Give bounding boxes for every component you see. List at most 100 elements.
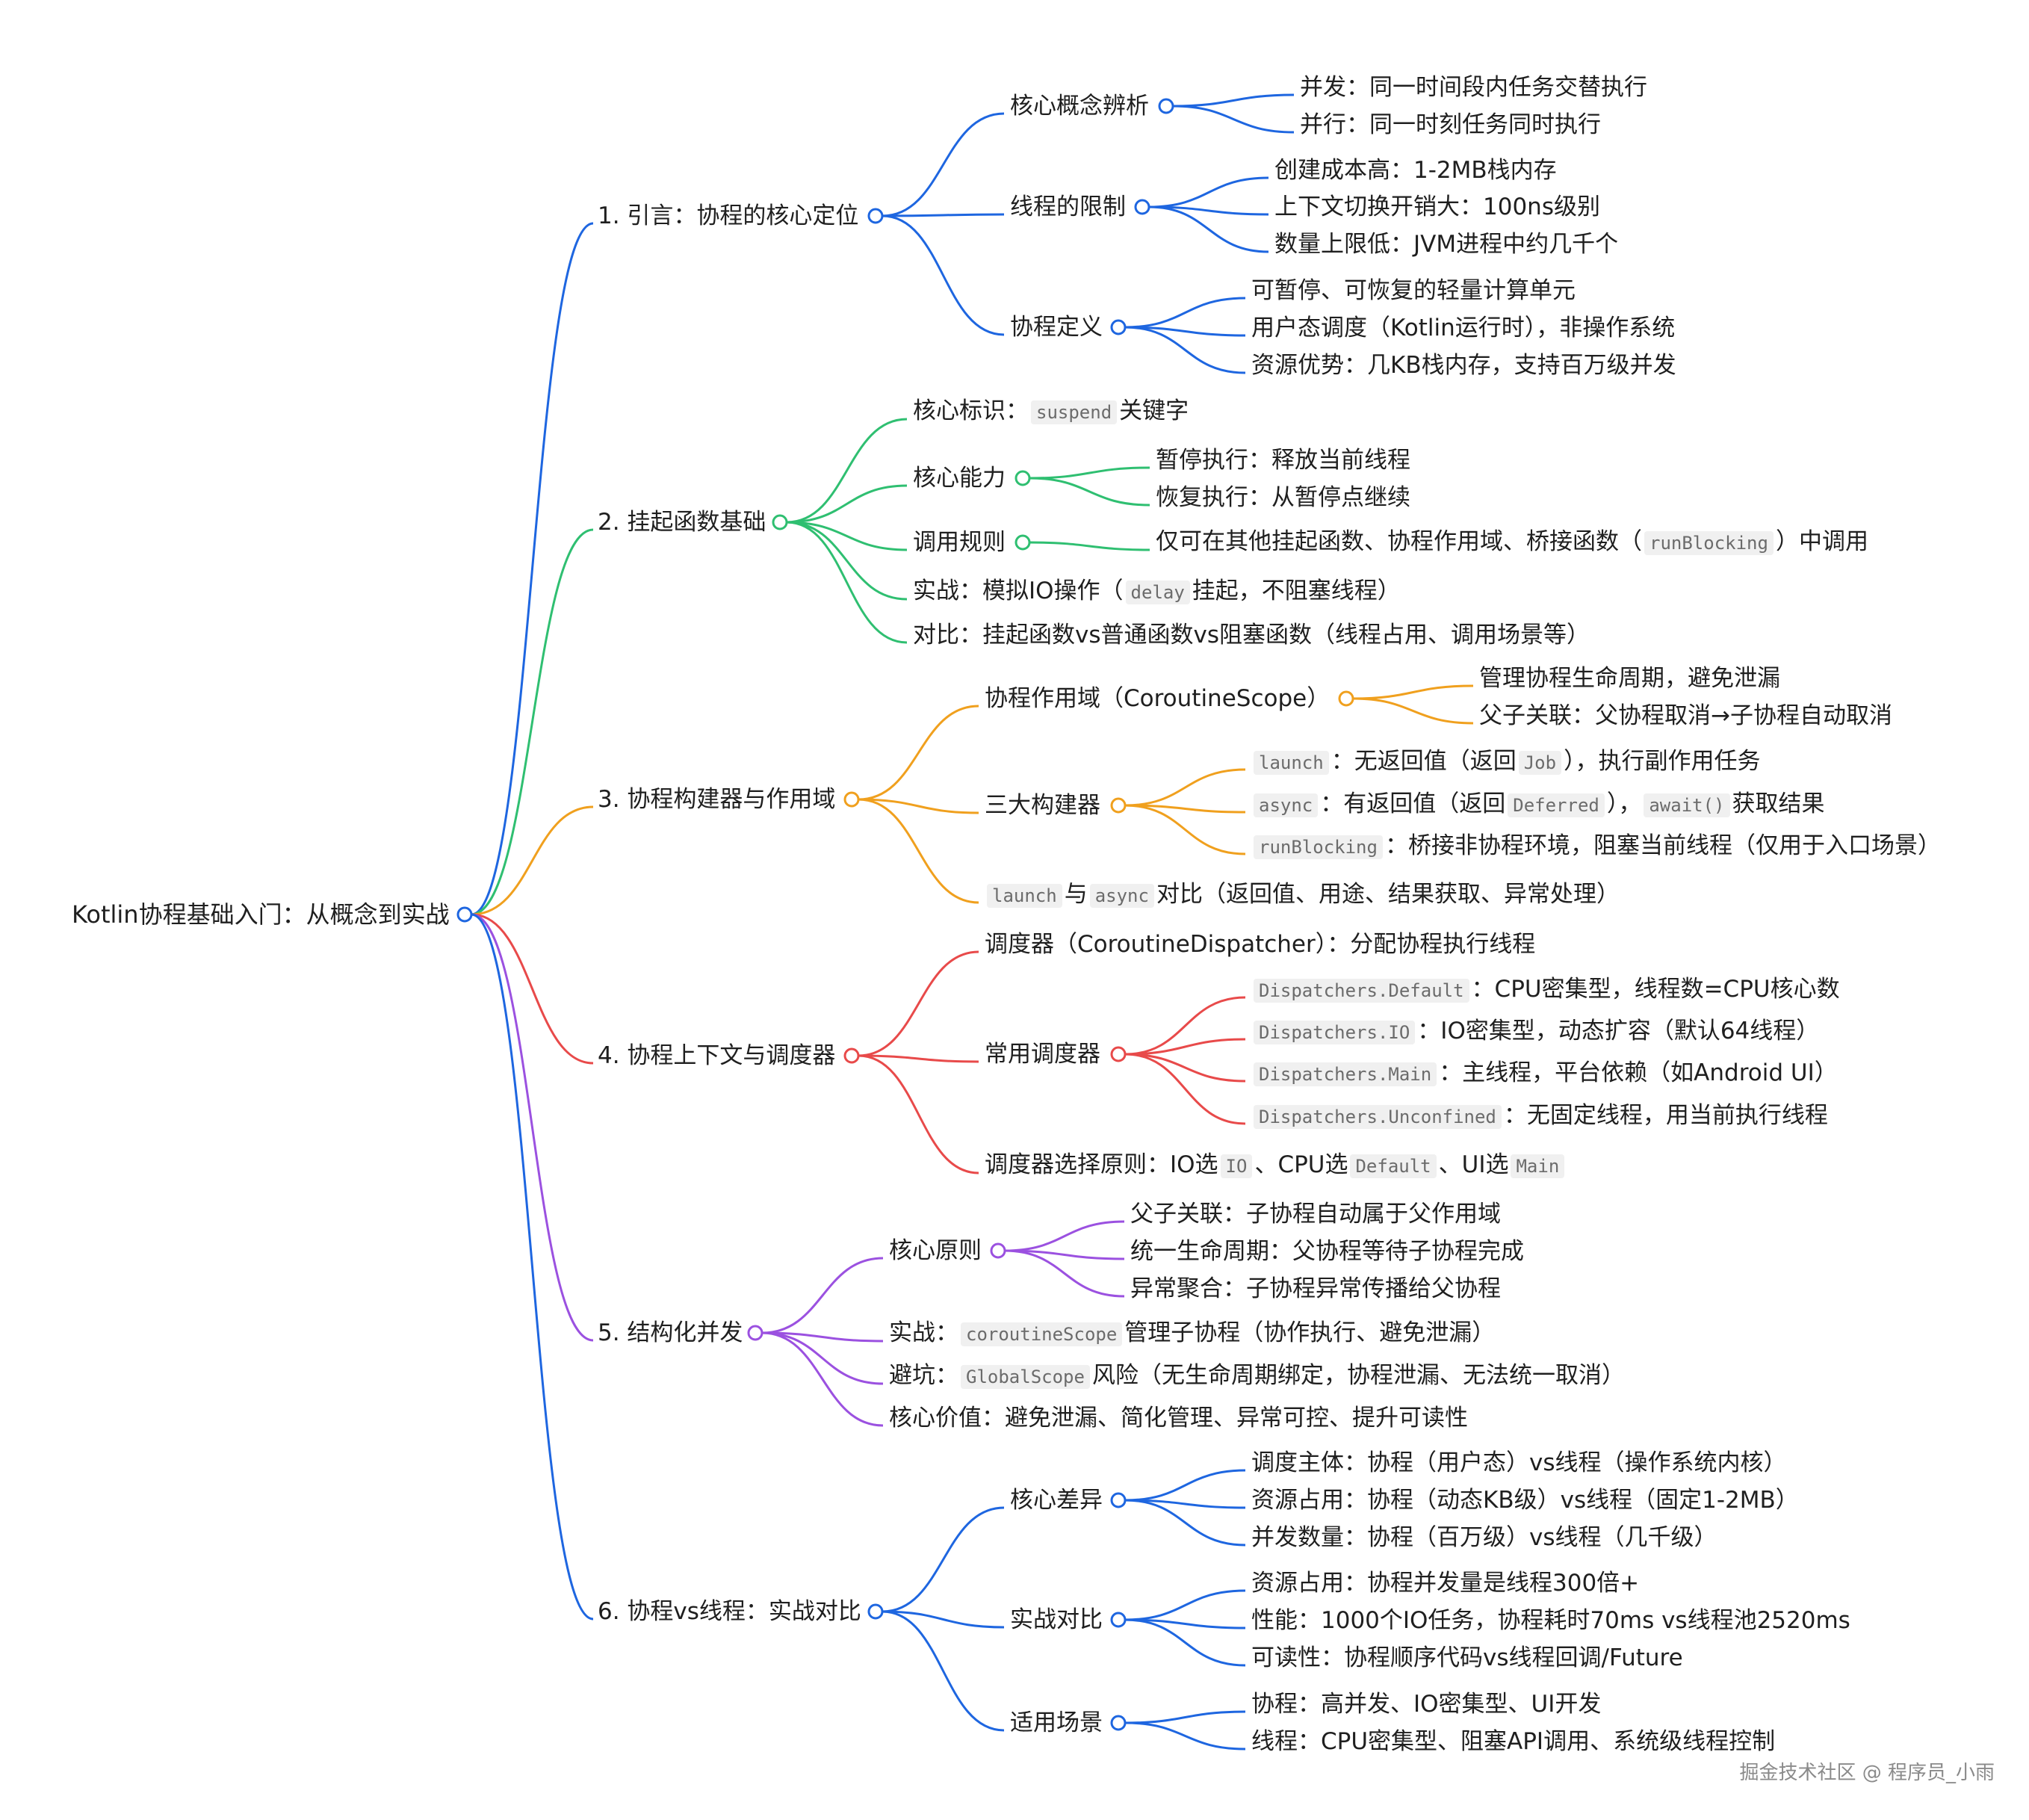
connector-line xyxy=(471,913,594,1342)
connector-line xyxy=(1124,1618,1246,1667)
leaf-node[interactable]: 可读性：协程顺序代码vs线程回调/Future xyxy=(1251,1644,1683,1671)
branch-node[interactable]: 4. 协程上下文与调度器 xyxy=(598,1042,836,1069)
sub-node[interactable]: 调度器（CoroutineDispatcher）：分配协程执行线程 xyxy=(985,931,1536,958)
leaf-node[interactable]: 性能：1000个IO任务，协程耗时70ms vs线程池2520ms xyxy=(1251,1607,1850,1634)
leaf-node[interactable]: Dispatchers.Default：CPU密集型，线程数=CPU核心数 xyxy=(1251,973,1840,1007)
leaf-node[interactable]: 资源占用：协程（动态KB级）vs线程（固定1-2MB） xyxy=(1251,1487,1799,1514)
connector-line xyxy=(1148,205,1269,216)
sub-node[interactable]: 核心价值：避免泄漏、简化管理、异常可控、提升可读性 xyxy=(889,1405,1468,1431)
leaf-node[interactable]: 管理协程生命周期，避免泄漏 xyxy=(1479,665,1780,692)
leaf-node[interactable]: 数量上限低：JVM进程中约几千个 xyxy=(1274,231,1619,258)
connector-line xyxy=(1124,326,1246,374)
leaf-node[interactable]: 父子关联：父协程取消→子协程自动取消 xyxy=(1479,702,1892,729)
connector-line xyxy=(1124,1038,1246,1056)
node-text-part: 避坑： xyxy=(889,1362,958,1389)
inline-code: Main xyxy=(1511,1154,1565,1178)
leaf-node[interactable]: 线程：CPU密集型、阻塞API调用、系统级线程控制 xyxy=(1251,1728,1776,1755)
leaf-node[interactable]: Dispatchers.Unconfined：无固定线程，用当前执行线程 xyxy=(1251,1099,1828,1133)
inline-code: launch xyxy=(1254,751,1329,775)
leaf-node[interactable]: Dispatchers.IO：IO密集型，动态扩容（默认64线程） xyxy=(1251,1015,1819,1049)
connector-line xyxy=(1124,1499,1246,1509)
sub-node[interactable]: 协程定义 xyxy=(1010,314,1103,341)
inline-code: suspend xyxy=(1031,400,1118,424)
branch-node[interactable]: 3. 协程构建器与作用域 xyxy=(598,786,836,813)
leaf-node[interactable]: Dispatchers.Main：主线程，平台依赖（如Android UI） xyxy=(1251,1056,1838,1091)
connector-line xyxy=(1124,804,1246,814)
root-node[interactable]: Kotlin协程基础入门：从概念到实战 xyxy=(72,900,450,929)
sub-node[interactable]: 调用规则 xyxy=(913,529,1006,556)
inline-code: IO xyxy=(1220,1154,1253,1178)
connector-line xyxy=(1124,804,1246,855)
leaf-node[interactable]: 并发数量：协程（百万级）vs线程（几千级） xyxy=(1251,1524,1717,1551)
leaf-node[interactable]: 上下文切换开销大：100ns级别 xyxy=(1274,194,1600,220)
node-text-part: ：无返回值（返回 xyxy=(1331,748,1517,775)
leaf-node[interactable]: 并发：同一时间段内任务交替执行 xyxy=(1300,74,1647,101)
sub-node[interactable]: 三大构建器 xyxy=(985,792,1100,819)
node-text-part: 、CPU选 xyxy=(1254,1151,1348,1178)
sub-node[interactable]: 核心概念辨析 xyxy=(1010,93,1149,120)
leaf-node[interactable]: 资源优势：几KB栈内存，支持百万级并发 xyxy=(1251,352,1676,379)
leaf-node[interactable]: 恢复执行：从暂停点继续 xyxy=(1156,484,1410,511)
sub-node[interactable]: 协程作用域（CoroutineScope） xyxy=(985,685,1331,712)
leaf-node[interactable]: runBlocking：桥接非协程环境，阻塞当前线程（仅用于入口场景） xyxy=(1251,829,1941,864)
node-text-part: ：CPU密集型，线程数=CPU核心数 xyxy=(1471,976,1840,1003)
inline-code: Dispatchers.Unconfined xyxy=(1254,1105,1502,1129)
node-text-part: ：无固定线程，用当前执行线程 xyxy=(1503,1102,1828,1129)
connector-line xyxy=(882,1610,1005,1629)
sub-node[interactable]: 常用调度器 xyxy=(985,1041,1100,1068)
connector-line xyxy=(1124,1469,1246,1502)
leaf-node[interactable]: 资源占用：协程并发量是线程300倍+ xyxy=(1251,1570,1640,1597)
connector-line xyxy=(858,705,979,801)
node-collapse-dot[interactable] xyxy=(456,906,473,923)
sub-node[interactable]: 核心差异 xyxy=(1010,1487,1103,1514)
sub-node[interactable]: 核心能力 xyxy=(913,465,1006,492)
connector-line xyxy=(1124,1618,1246,1629)
sub-node[interactable]: 线程的限制 xyxy=(1010,194,1126,220)
leaf-node[interactable]: 协程：高并发、IO密集型、UI开发 xyxy=(1251,1691,1602,1718)
connector-line xyxy=(1124,996,1246,1056)
node-text-part: ）中调用 xyxy=(1775,528,1868,555)
inline-code: launch xyxy=(987,884,1062,908)
branch-node[interactable]: 5. 结构化并发 xyxy=(598,1319,743,1346)
connector-line xyxy=(761,1331,884,1385)
branch-node[interactable]: 1. 引言：协程的核心定位 xyxy=(598,202,859,229)
connector-line xyxy=(882,112,1005,217)
leaf-node[interactable]: 仅可在其他挂起函数、协程作用域、桥接函数（runBlocking）中调用 xyxy=(1156,525,1868,560)
sub-node[interactable]: 核心原则 xyxy=(889,1237,982,1264)
leaf-node[interactable]: 暂停执行：释放当前线程 xyxy=(1156,447,1410,474)
leaf-node[interactable]: 创建成本高：1-2MB栈内存 xyxy=(1274,157,1557,184)
node-text-part: 获取结果 xyxy=(1732,790,1825,817)
sub-node[interactable]: 适用场景 xyxy=(1010,1709,1103,1736)
leaf-node[interactable]: 可暂停、可恢复的轻量计算单元 xyxy=(1251,277,1576,304)
connector-line xyxy=(1124,1721,1246,1751)
leaf-node[interactable]: 并行：同一时刻任务同时执行 xyxy=(1300,111,1601,138)
connector-line xyxy=(1029,541,1150,551)
leaf-node[interactable]: 父子关联：子协程自动属于父作用域 xyxy=(1130,1201,1501,1228)
branch-node[interactable]: 6. 协程vs线程：实战对比 xyxy=(598,1598,861,1625)
leaf-node[interactable]: 统一生命周期：父协程等待子协程完成 xyxy=(1130,1238,1524,1265)
inline-code: GlobalScope xyxy=(961,1365,1090,1389)
node-text-part: 实战：模拟IO操作（ xyxy=(913,578,1124,604)
connector-line xyxy=(858,1054,979,1063)
sub-node[interactable]: 实战对比 xyxy=(1010,1606,1103,1633)
connector-line xyxy=(786,484,908,524)
leaf-node[interactable]: 用户态调度（Kotlin运行时），非操作系统 xyxy=(1251,315,1676,341)
connector-line xyxy=(1124,1589,1246,1621)
branch-node[interactable]: 2. 挂起函数基础 xyxy=(598,509,766,536)
connector-line xyxy=(1124,1053,1246,1125)
inline-code: runBlocking xyxy=(1254,835,1383,859)
inline-code: await() xyxy=(1644,793,1730,817)
sub-node[interactable]: 对比：挂起函数vs普通函数vs阻塞函数（线程占用、调用场景等） xyxy=(913,622,1590,649)
leaf-node[interactable]: 异常聚合：子协程异常传播给父协程 xyxy=(1130,1275,1501,1302)
leaf-node[interactable]: 调度主体：协程（用户态）vs线程（操作系统内核） xyxy=(1251,1449,1787,1476)
watermark: 掘金技术社区 @ 程序员_小雨 xyxy=(1739,1762,1995,1784)
